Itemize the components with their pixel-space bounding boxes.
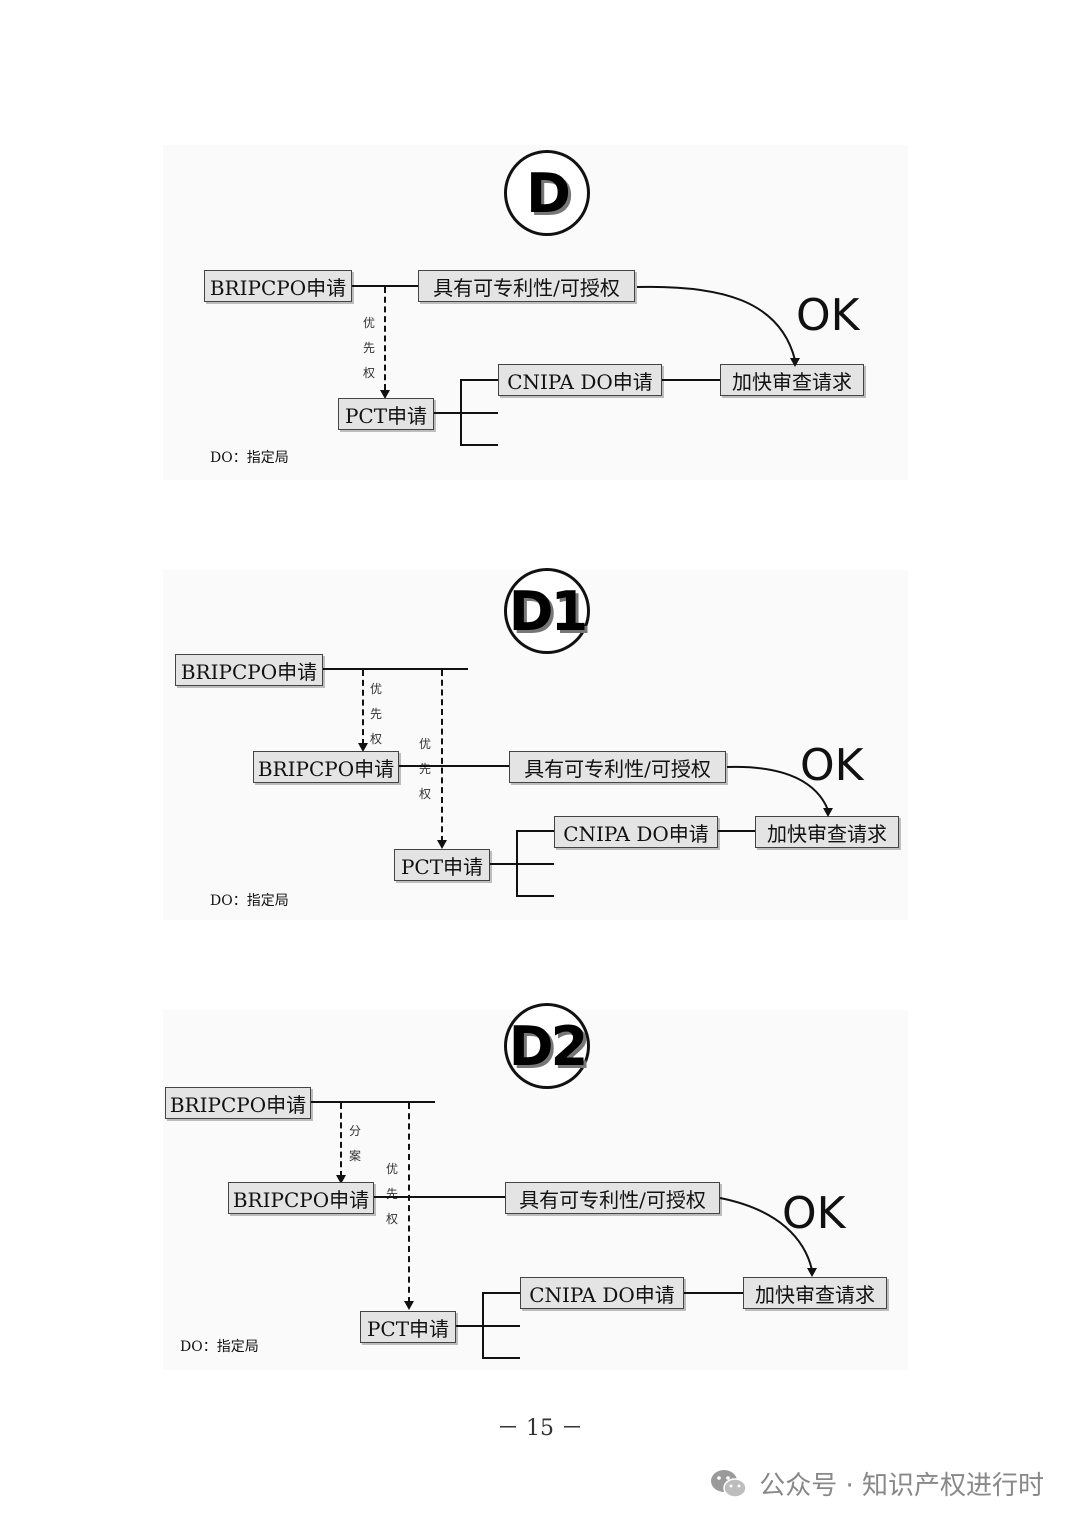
d1-pct-stub xyxy=(490,863,516,865)
d2-priority-arrow xyxy=(404,1301,414,1310)
d1-cnipa-to-expedite-line xyxy=(718,830,755,832)
d2-patentable-box: 具有可专利性/可授权 xyxy=(505,1182,720,1214)
d-do-note: DO：指定局 xyxy=(210,450,289,466)
d2-second-connector xyxy=(374,1196,505,1198)
d-priority-dashed-line xyxy=(384,287,386,390)
d2-pct-application-box: PCT申请 xyxy=(360,1311,456,1343)
d2-do-note: DO：指定局 xyxy=(180,1339,259,1355)
d1-priority-label-a: 优先权 xyxy=(369,682,382,746)
d1-bripcpo-second-box: BRIPCPO申请 xyxy=(253,751,399,783)
d2-ok-text: OK xyxy=(782,1188,846,1239)
footer-text: 公众号 · 知识产权进行时 xyxy=(759,1471,1044,1501)
d-bracket-bottom xyxy=(460,444,498,446)
d-bracket-top xyxy=(460,379,498,381)
d1-priority-dashed-b xyxy=(441,670,443,842)
d1-priority-arrow-a xyxy=(358,743,368,752)
d-priority-arrow xyxy=(380,390,390,399)
d-ok-text: OK xyxy=(796,290,860,341)
d-connector-line xyxy=(352,285,418,287)
d2-cnipa-do-box: CNIPA DO申请 xyxy=(520,1277,684,1309)
d1-pct-application-box: PCT申请 xyxy=(394,849,490,881)
d2-bripcpo-first-box: BRIPCPO申请 xyxy=(165,1087,311,1119)
d2-top-line xyxy=(311,1101,435,1103)
d2-bracket-bottom xyxy=(482,1357,520,1359)
d-pct-application-box: PCT申请 xyxy=(338,398,434,430)
d1-priority-arrow-b xyxy=(437,840,447,849)
d1-top-line xyxy=(323,668,468,670)
d1-bracket-bottom xyxy=(516,895,554,897)
d1-bripcpo-first-box: BRIPCPO申请 xyxy=(175,654,323,686)
diagram-d-badge: D xyxy=(504,150,590,236)
diagram-d2-badge: D2 xyxy=(504,1003,590,1089)
d-priority-label: 优先权 xyxy=(362,316,375,380)
wechat-icon xyxy=(709,1468,749,1500)
d-expedite-request-box: 加快审查请求 xyxy=(720,364,864,396)
d1-expedite-request-box: 加快审查请求 xyxy=(755,816,899,848)
d1-patentable-box: 具有可专利性/可授权 xyxy=(509,751,726,783)
d1-second-connector xyxy=(399,765,509,767)
d2-priority-dashed xyxy=(408,1103,410,1303)
d2-divisional-dashed xyxy=(340,1103,342,1177)
d2-expedite-request-box: 加快审查请求 xyxy=(743,1277,887,1309)
d1-bracket-top xyxy=(516,830,554,832)
d2-cnipa-to-expedite-line xyxy=(684,1292,743,1294)
d-bripcpo-application-box: BRIPCPO申请 xyxy=(204,270,352,302)
d1-ok-text: OK xyxy=(800,740,864,791)
d2-divisional-label: 分案 xyxy=(348,1124,361,1163)
d2-bracket-top xyxy=(482,1292,520,1294)
diagram-d1-badge: D1 xyxy=(504,568,590,654)
d2-pct-stub xyxy=(456,1325,482,1327)
d-patentable-box: 具有可专利性/可授权 xyxy=(418,270,635,302)
d2-bracket-mid xyxy=(482,1325,520,1327)
wechat-footer: 公众号 · 知识产权进行时 xyxy=(709,1465,1044,1502)
d-bracket-mid xyxy=(460,412,498,414)
d1-cnipa-do-box: CNIPA DO申请 xyxy=(554,816,718,848)
d-cnipa-to-expedite-line xyxy=(662,379,720,381)
d2-bripcpo-second-box: BRIPCPO申请 xyxy=(228,1182,374,1214)
d1-bracket-mid xyxy=(516,863,554,865)
d1-priority-dashed-a xyxy=(362,670,364,745)
page-number: － 15 － xyxy=(497,1416,583,1441)
d-pct-stub xyxy=(434,412,460,414)
d-cnipa-do-box: CNIPA DO申请 xyxy=(498,364,662,396)
d2-divisional-arrow xyxy=(336,1175,346,1184)
d1-do-note: DO：指定局 xyxy=(210,893,289,909)
